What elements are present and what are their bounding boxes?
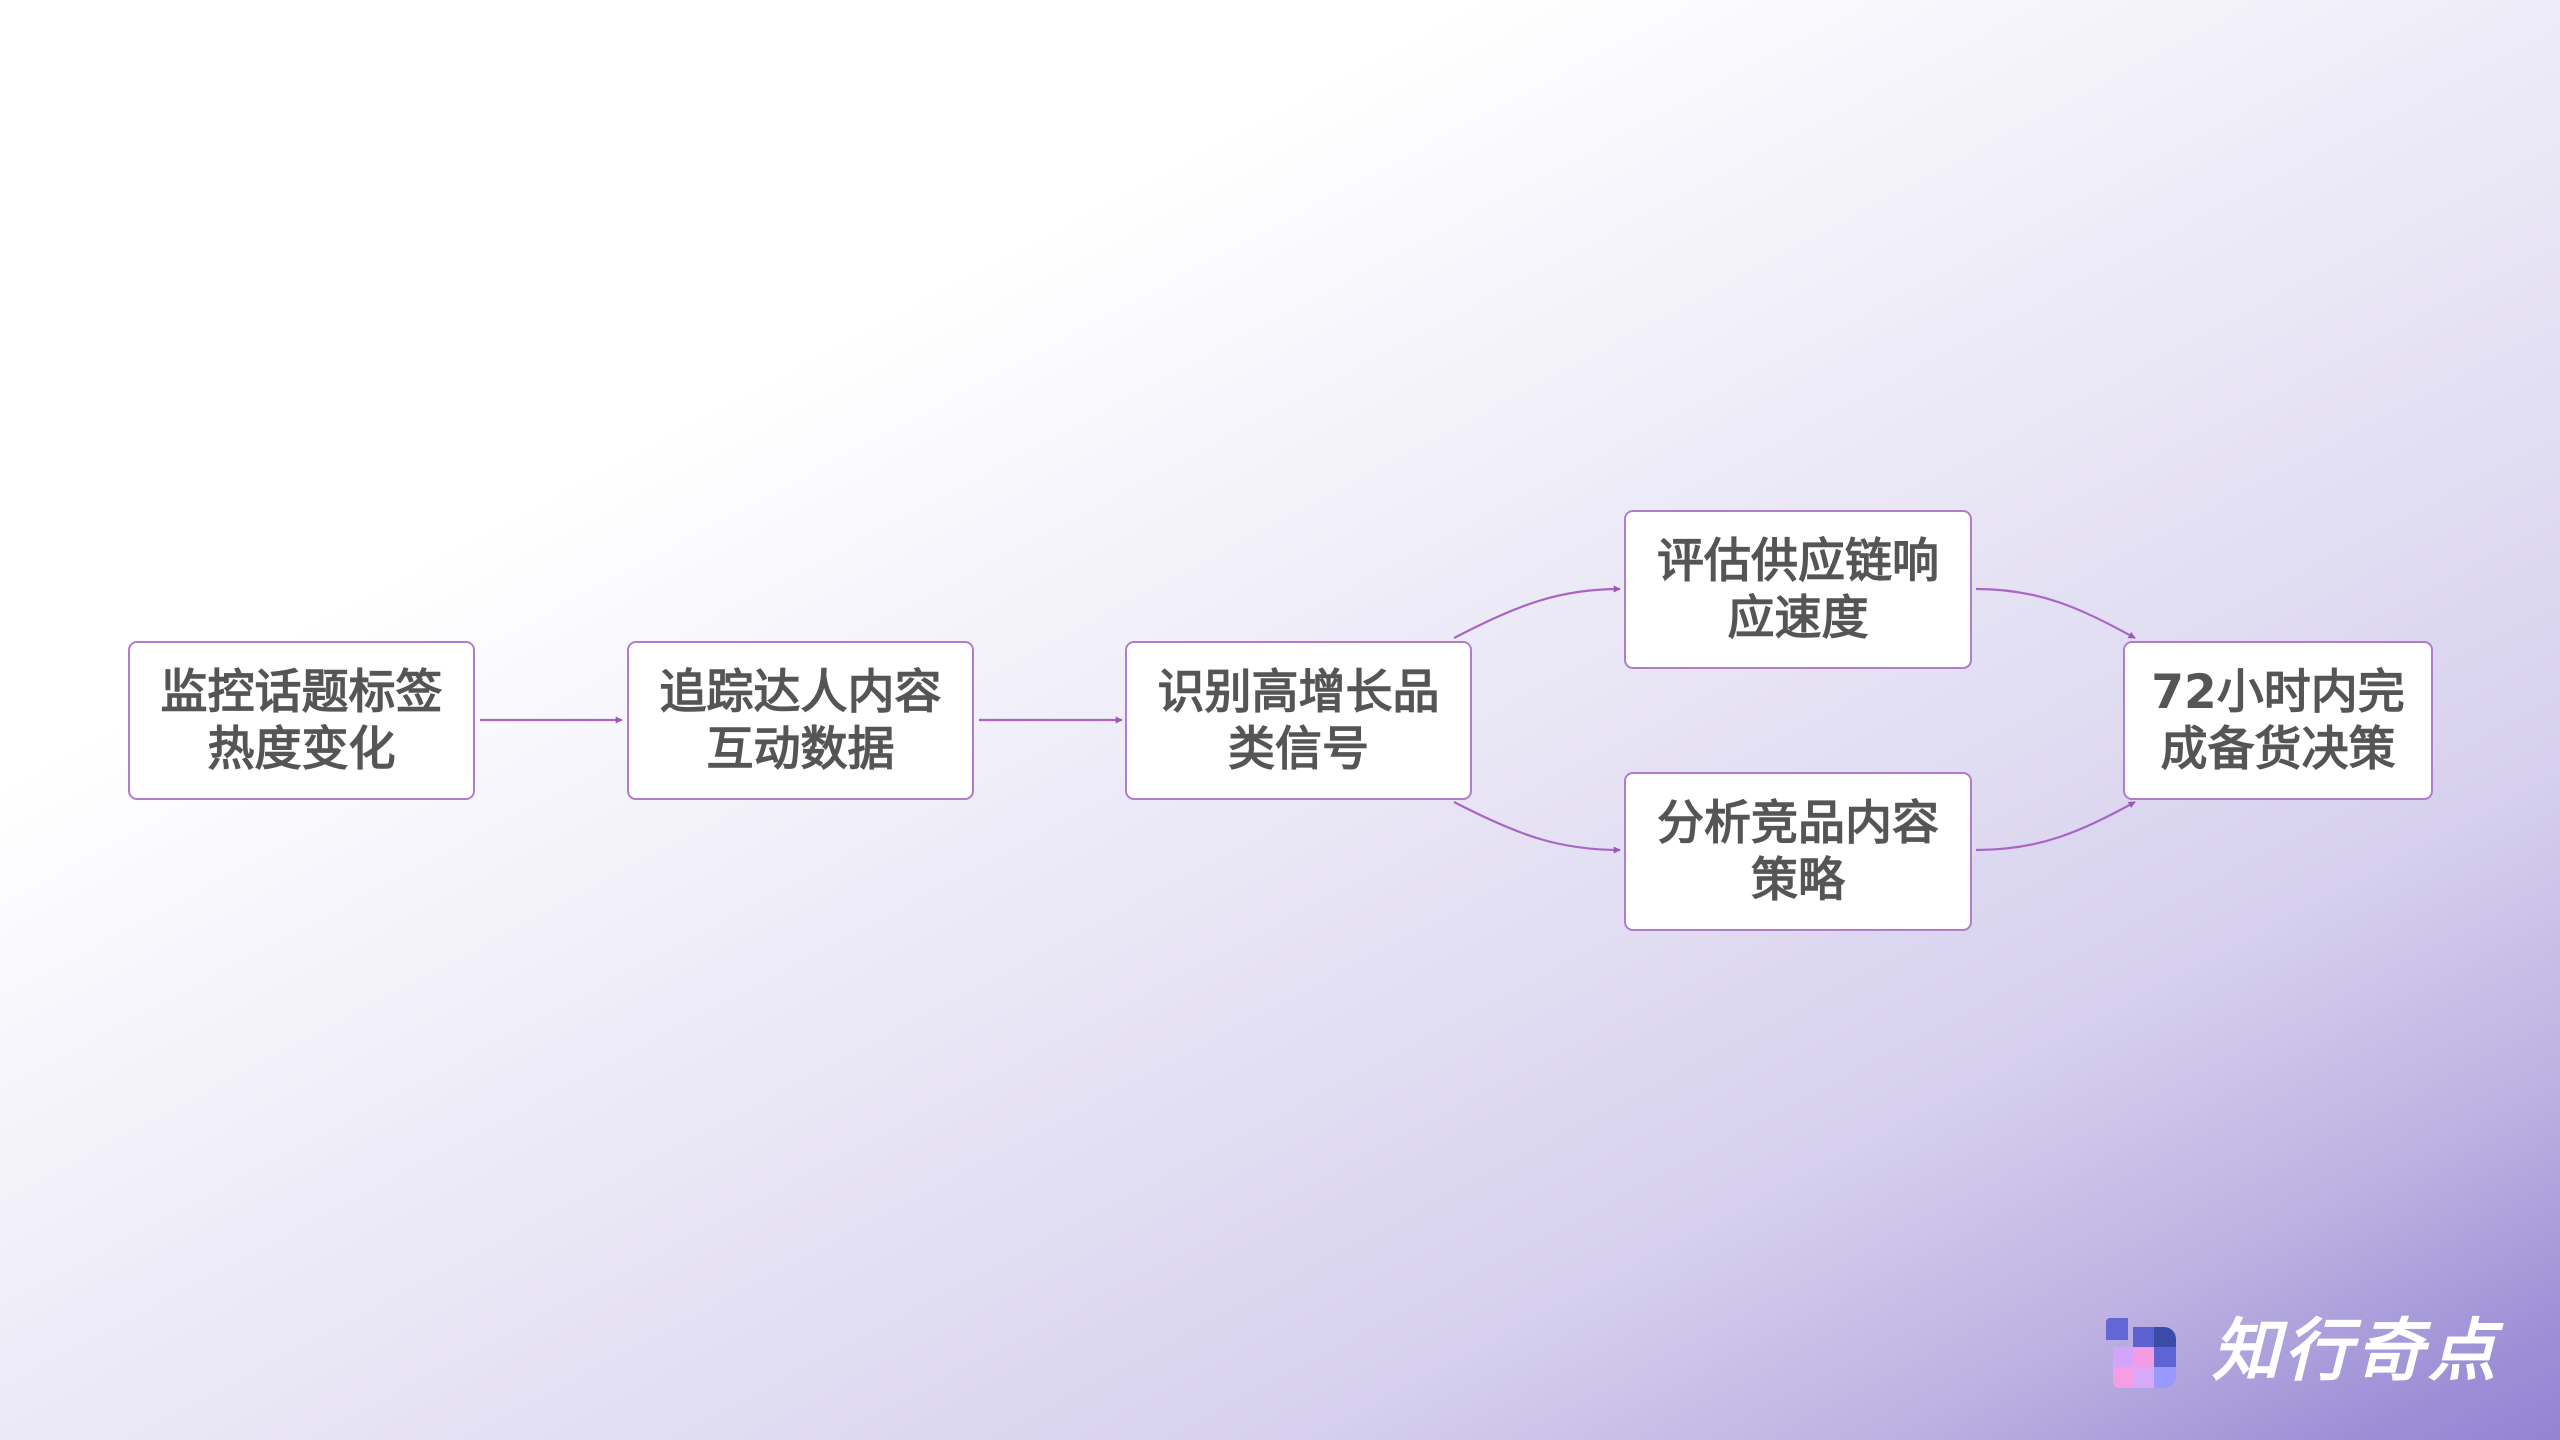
flow-node-monitor-hashtags: 监控话题标签 热度变化 [128,641,475,800]
flow-node-identify-growth-signals: 识别高增长品 类信号 [1125,641,1472,800]
flow-node-evaluate-supply-chain: 评估供应链响 应速度 [1624,510,1972,669]
node-label: 监控话题标签 热度变化 [160,664,443,777]
node-label: 评估供应链响 应速度 [1657,533,1939,646]
edge-n5-n6 [1975,801,2136,852]
edge-n4-n6 [1975,587,2136,639]
node-label: 分析竞品内容 策略 [1657,795,1939,908]
flow-node-stocking-decision: 72小时内完 成备货决策 [2123,641,2433,800]
node-label: 72小时内完 成备货决策 [2151,664,2405,777]
flow-node-track-influencers: 追踪达人内容 互动数据 [627,641,974,800]
brand-name: 知行奇点 [2212,1312,2501,1391]
edge-n3-n4 [1453,585,1621,639]
node-label: 识别高增长品 类信号 [1157,664,1440,777]
flow-node-analyze-competitors: 分析竞品内容 策略 [1624,772,1972,931]
brand-logo: 知行奇点 [2104,1312,2524,1392]
edge-n3-n5 [1453,801,1621,854]
node-label: 追踪达人内容 互动数据 [659,664,942,777]
pixel-grid-logo-icon [2104,1316,2178,1390]
